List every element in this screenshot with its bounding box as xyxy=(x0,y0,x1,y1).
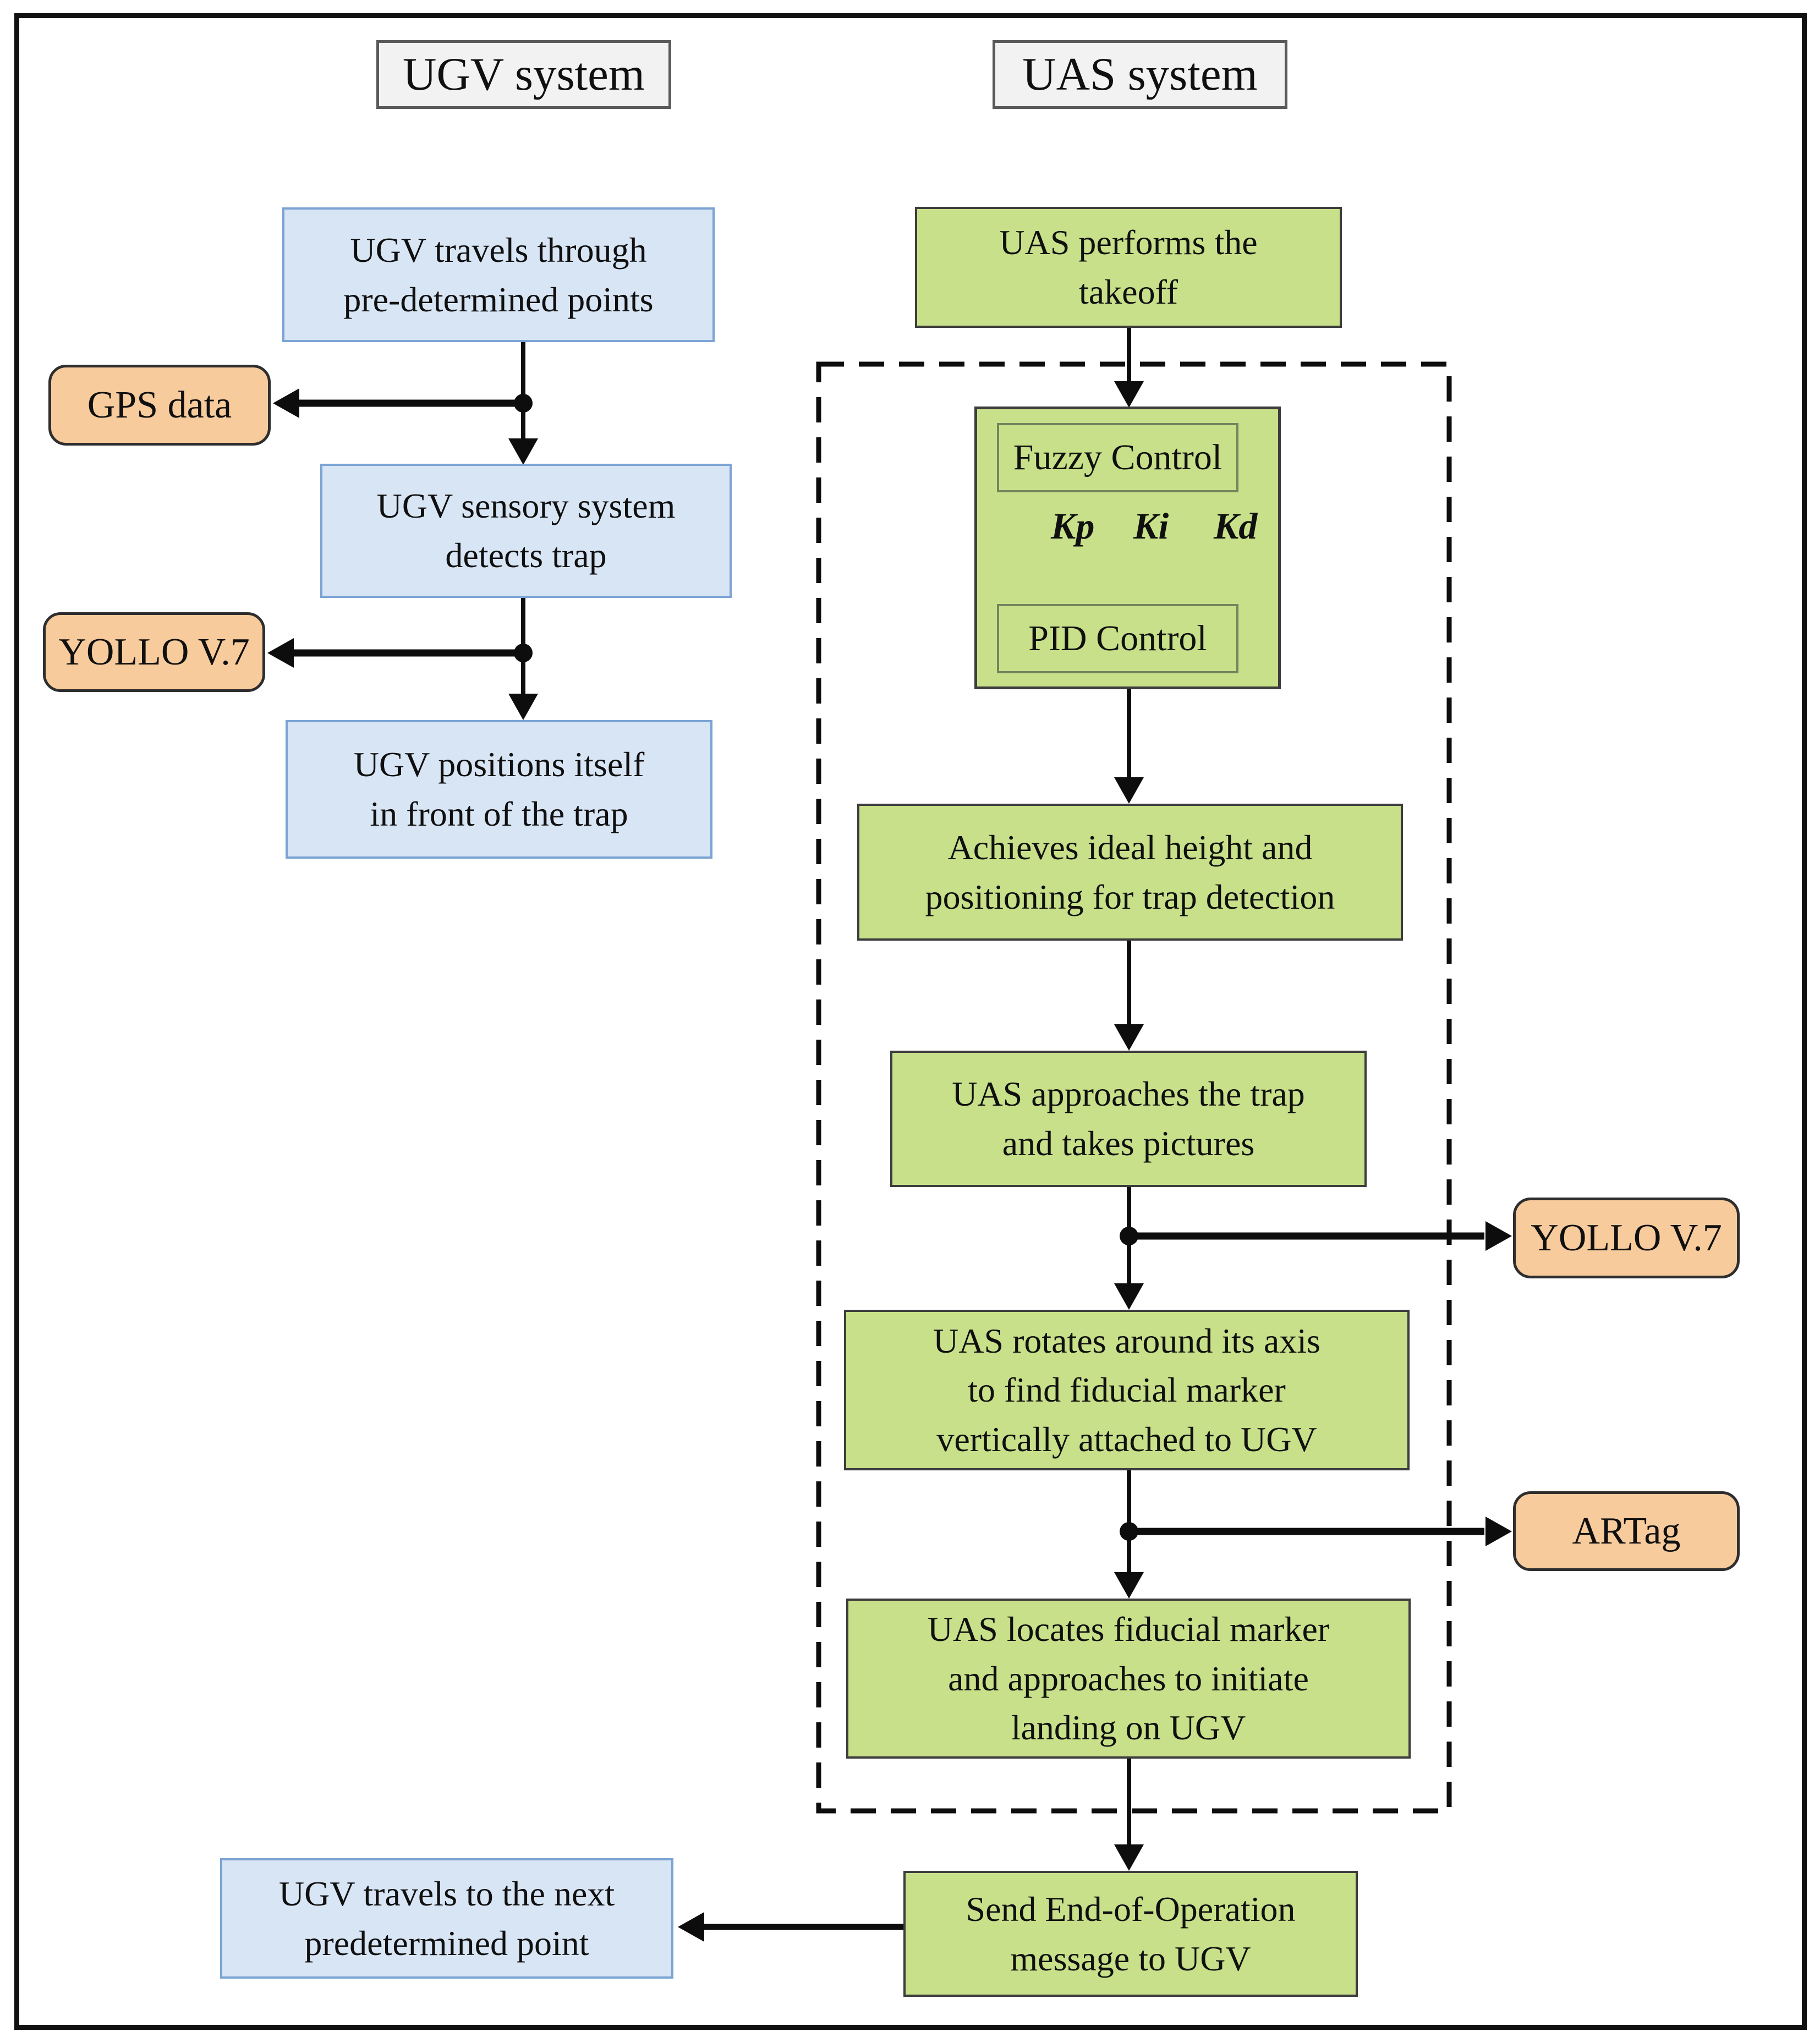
arrow-branch-gps xyxy=(273,388,523,418)
arrow-takeoff-to-control xyxy=(1114,328,1144,408)
node-send-end-of-operation: Send End-of-Operation message to UGV xyxy=(903,1871,1358,1997)
node-artag: ARTag xyxy=(1513,1491,1740,1571)
uas-dashed-boundary xyxy=(816,361,1452,1814)
node-ugv-travels-next-point: UGV travels to the next predetermined po… xyxy=(220,1858,673,1979)
node-gps-data: GPS data xyxy=(48,365,271,446)
arrow-control-to-achieves xyxy=(1114,689,1144,804)
label-gain-kd: Kd xyxy=(1214,505,1258,547)
label-gain-ki: Ki xyxy=(1133,505,1169,547)
node-uas-rotates-axis: UAS rotates around its axis to find fidu… xyxy=(844,1310,1410,1470)
node-yollo-v7-right: YOLLO V.7 xyxy=(1513,1198,1740,1278)
node-uas-performs-takeoff: UAS performs the takeoff xyxy=(915,207,1342,328)
header-uas-system: UAS system xyxy=(993,40,1287,109)
arrow-branch-yollo-right xyxy=(1129,1221,1512,1251)
arrow-branch-artag xyxy=(1129,1517,1512,1546)
node-pid-control: PID Control xyxy=(997,604,1238,673)
node-fuzzy-control: Fuzzy Control xyxy=(997,423,1238,492)
node-achieves-ideal-height: Achieves ideal height and positioning fo… xyxy=(857,804,1403,941)
arrow-detect-to-position xyxy=(508,598,538,720)
node-yollo-v7-left: YOLLO V.7 xyxy=(43,612,265,692)
node-uas-locates-marker: UAS locates fiducial marker and approach… xyxy=(846,1599,1411,1759)
arrow-branch-yollo-left xyxy=(267,638,523,668)
node-uas-approaches-trap: UAS approaches the trap and takes pictur… xyxy=(890,1051,1367,1187)
arrow-locates-to-send xyxy=(1114,1759,1144,1871)
arrow-approaches-to-rotates xyxy=(1114,1187,1144,1310)
figure-border xyxy=(14,13,1807,2030)
node-ugv-sensory-detects-trap: UGV sensory system detects trap xyxy=(320,464,732,598)
label-gain-kp: Kp xyxy=(1051,505,1095,547)
arrow-send-to-next xyxy=(678,1912,903,1942)
node-ugv-travels-predetermined: UGV travels through pre-determined point… xyxy=(282,207,715,342)
header-ugv-system: UGV system xyxy=(376,40,671,109)
arrow-achieves-to-approaches xyxy=(1114,941,1144,1051)
node-ugv-positions-itself: UGV positions itself in front of the tra… xyxy=(286,720,712,859)
